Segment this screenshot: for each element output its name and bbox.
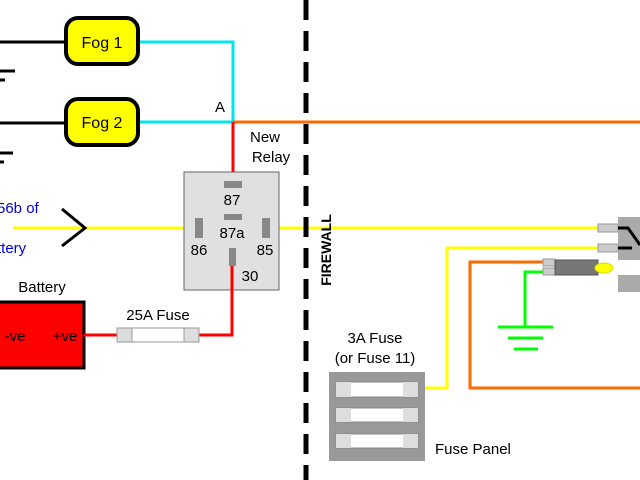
ground-symbol [498,325,553,351]
connector-chevron-icon [61,207,88,248]
relay-pin-87a [224,214,242,220]
fuse-label-line1: 3A Fuse [347,330,402,347]
orange-wire-bottom [468,260,640,390]
fuse-to-switch-wire [420,246,598,390]
pin87a-label: 87a [219,225,245,242]
relay-pin-87 [224,181,242,188]
fog1-feed-wire [140,40,235,122]
ground-symbol-fog1 [0,69,15,82]
junction-label: A [215,99,225,116]
fuse-panel [329,372,425,461]
fuse-label-line2: (or Fuse 11) [335,350,416,367]
fog2-label: Fog 2 [82,115,123,132]
firewall-label: FIREWALL [318,214,334,286]
relay-30-wire [199,266,234,337]
battery-title: Battery [18,279,66,296]
relay-pin-86 [195,218,203,238]
fuse-slot [335,407,419,423]
fog1-label: Fog 1 [82,35,123,52]
battery-positive-label: +ve [53,328,78,345]
fuse-panel-label: Fuse Panel [435,441,511,458]
ground-symbol-fog2 [0,151,13,164]
switch-feed-line2: ttery [0,240,27,257]
relay-title-line2: Relay [252,149,291,166]
relay: 87 87a 86 85 30 [183,171,280,291]
pin30-label: 30 [242,268,259,285]
fog-light-1: Fog 1 [64,16,140,66]
relay-pin-30 [229,248,236,266]
relay-pin-85 [262,218,270,238]
fuse-slot [335,381,419,398]
ground-wire [523,270,555,327]
pin86-label: 86 [191,242,208,259]
main-fuse [116,327,200,343]
relay-title-line1: New [250,129,280,146]
fuse-slot [335,433,419,449]
switch-feed-line1: 56b of [0,200,40,217]
fog-light-2: Fog 2 [64,97,140,147]
main-fuse-label: 25A Fuse [126,307,189,324]
battery-negative-label: -ve [5,328,26,345]
indicator-bulb [542,258,614,276]
switch [597,217,640,292]
pin85-label: 85 [257,242,274,259]
pin87-label: 87 [224,192,241,209]
